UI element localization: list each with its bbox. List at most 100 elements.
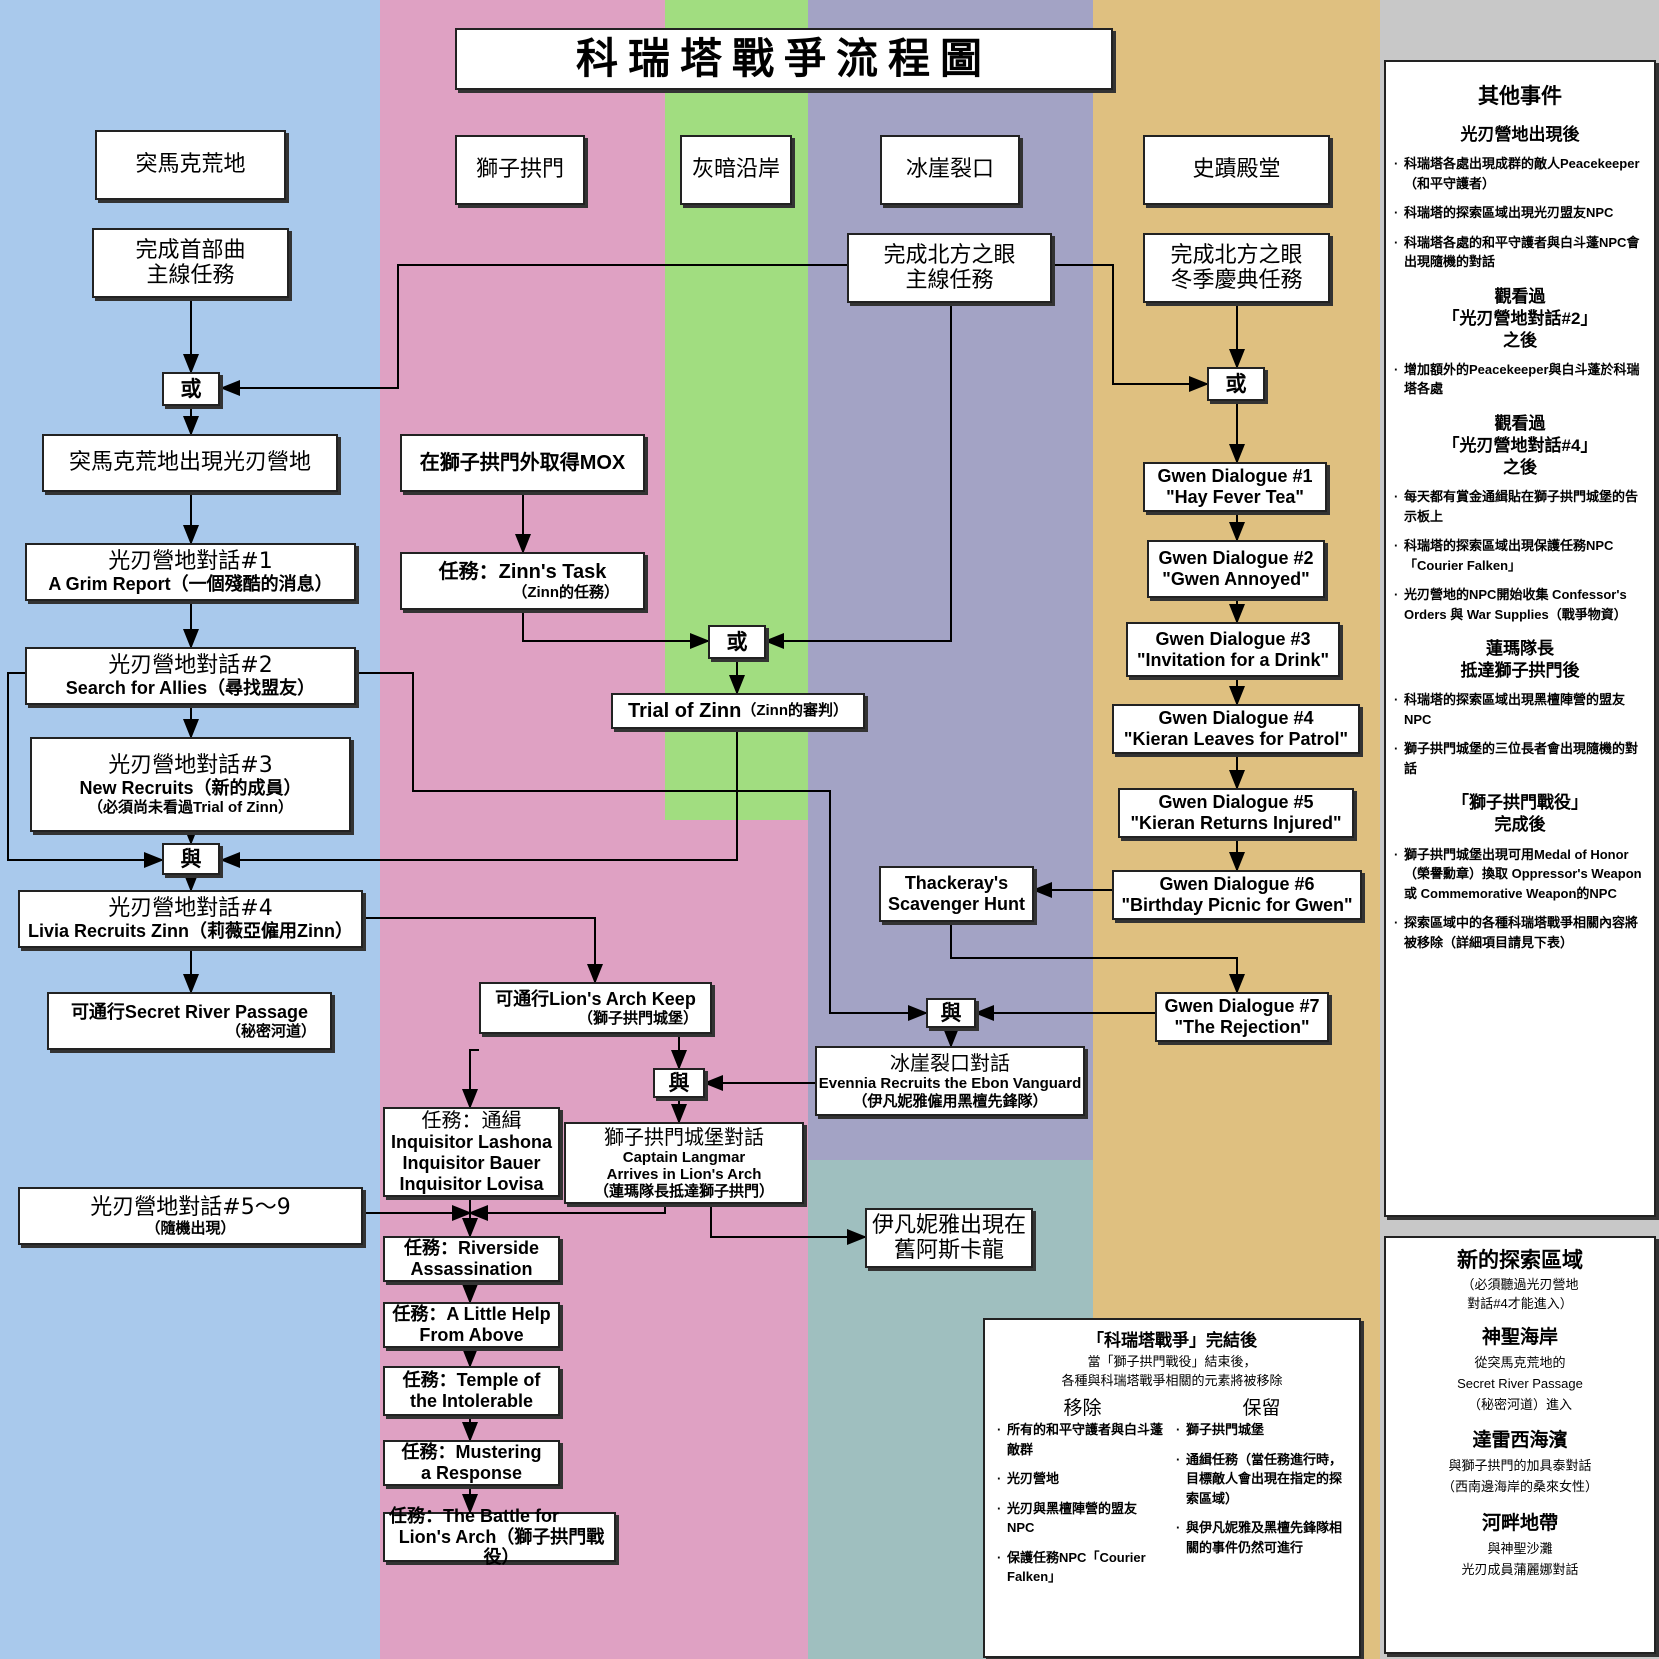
node-line: 突馬克荒地出現光刃營地 [68,450,311,476]
gate-label: 或 [180,376,202,401]
node-line: （隨機出現） [145,1220,236,1238]
node-line: 獅子拱門城堡對話 [604,1124,764,1149]
node-line: （獅子拱門城堡） [577,1009,698,1027]
node-line: 任務：A Little Help [392,1304,551,1325]
connector-arrow [220,264,847,396]
node-line: Gwen Dialogue #6 [1159,874,1315,895]
node-line: "Invitation for a Drink" [1136,649,1330,670]
section-heading: 觀看過「光刃營地對話#4」之後 [1386,413,1654,479]
node-line: 任務：Mustering [401,1442,542,1463]
removed-title: 移除 [1063,1398,1102,1419]
node-line: Gwen Dialogue #4 [1158,708,1314,729]
column-label: 突馬克荒地 [135,152,246,178]
heading-line: 之後 [1503,458,1537,478]
node-line: New Recruits（新的成員） [79,778,302,799]
area-desc: （秘密河道）進入 [1467,1396,1572,1412]
node-line: 光刃營地對話#2 [108,653,273,678]
node-line: 光刃營地對話#4 [108,896,273,921]
kept-item: 與伊凡妮雅及黑檀先鋒隊相關的事件仍然可進行 [1176,1518,1343,1557]
node-line: 主線任務 [905,268,994,293]
node-line: Evennia Recruits the Ebon Vanguard [818,1075,1082,1093]
connector-arrow [710,1204,867,1245]
node-line: Scavenger Hunt [887,894,1026,914]
removed-item: 光刃與黑檀陣營的盟友NPC [997,1499,1164,1538]
node-line: 光刃營地對話#5～9 [90,1194,291,1220]
node-line: Livia Recruits Zinn（莉薇亞僱用Zinn） [27,921,354,942]
new-areas-note: 對話#4才能進入） [1467,1296,1573,1311]
node-line: 完成首部曲 [135,237,246,263]
event-item: 科瑞塔的探索區域出現保護任務NPC「Courier Falken」 [1394,536,1646,575]
node-line: Gwen Dialogue #5 [1158,792,1314,813]
node-line: From Above [419,1325,524,1345]
node-line: A Grim Report（一個殘酷的消息） [48,574,333,595]
node-line: 冰崖裂口對話 [890,1051,1010,1076]
other-events-panel: 其他事件 光刃營地出現後科瑞塔各處出現成群的敵人Peacekeeper（和平守護… [1384,60,1656,1217]
node-line: Inquisitor Lovisa [399,1173,544,1194]
heading-line: 「光刃營地對話#4」 [1442,435,1598,455]
gate-label: 與 [668,1070,690,1095]
removed-item: 所有的和平守護者與白斗蓬敵群 [997,1420,1164,1459]
node-evennia-ascalon: 伊凡妮雅出現在舊阿斯卡龍 [865,1208,1033,1268]
event-item: 科瑞塔的探索區域出現光刃盟友NPC [1394,203,1646,223]
node-line: （蓮瑪隊長抵達獅子拱門） [593,1183,774,1201]
node-line: 主線任務 [146,263,235,288]
removed-item: 光刃營地 [997,1469,1164,1489]
node-line: 任務：The Battle for [389,1505,560,1526]
removed-column: 移除 所有的和平守護者與白斗蓬敵群光刃營地光刃與黑檀陣營的盟友NPC 保護任務NP… [993,1393,1172,1597]
new-areas-panel: 新的探索區域 （必須聽過光刃營地 對話#4才能進入） 神聖海岸 從突馬克荒地的 … [1384,1236,1656,1654]
node-line: 完成北方之眼 [1170,242,1303,268]
node-dialogue-5-9: 光刃營地對話#5～9（隨機出現） [18,1187,363,1245]
area-desc: 光刃成員蒲麗娜對話 [1461,1561,1579,1577]
node-line: Lion's Arch（獅子拱門戰役） [398,1526,605,1568]
node-line: Captain Langmar [622,1148,746,1166]
event-item: 探索區域中的各種科瑞塔戰爭相關內容將被移除（詳細項目請見下表） [1394,913,1646,952]
heading-line: 「光刃營地對話#2」 [1442,308,1598,328]
heading-line: 完成後 [1494,815,1546,835]
heading-line: 光刃營地出現後 [1460,125,1580,144]
node-line: 伊凡妮雅出現在 [871,1212,1026,1238]
node-zinn-task: 任務：Zinn's Task（Zinn的任務） [400,552,645,610]
or-gate: 或 [162,372,220,406]
heading-line: 「獅子拱門戰役」 [1452,793,1588,813]
node-line: Assassination [410,1259,533,1279]
column-label: 灰暗沿岸 [691,157,780,183]
column-header-3: 灰暗沿岸 [680,135,792,205]
node-line: Inquisitor Lashona [390,1132,552,1153]
connector-arrow [7,672,164,868]
aftermath-subtitle: 各種與科瑞塔戰爭相關的元素將被移除 [1061,1373,1283,1388]
node-line: 任務：通緝 [421,1108,522,1133]
heading-line: 蓮瑪隊長 [1486,639,1554,659]
and-gate: 與 [926,998,976,1028]
connector-arrow [1052,264,1209,392]
connector-arrow [220,729,738,868]
event-item: 科瑞塔的探索區域出現黑檀陣營的盟友NPC [1394,690,1646,729]
section-heading: 光刃營地出現後 [1386,124,1654,146]
connector-arrow [468,1204,666,1221]
node-lions-arch-keep: 可通行Lion's Arch Keep（獅子拱門城堡） [479,982,712,1034]
event-item: 每天都有賞金通緝貼在獅子拱門城堡的告示板上 [1394,487,1646,526]
column-header-5: 史蹟殿堂 [1143,135,1330,205]
connector-arrow [363,917,603,984]
node-secret-river: 可通行Secret River Passage（秘密河道） [47,992,332,1050]
event-item: 獅子拱門城堡的三位長者會出現隨機的對話 [1394,739,1646,778]
other-events-title: 其他事件 [1478,85,1562,108]
or-gate: 或 [1207,367,1265,401]
node-mox: 在獅子拱門外取得MOX [400,434,645,492]
area-desc: 與神聖沙灘 [1487,1540,1553,1556]
area-name: 神聖海岸 [1481,1327,1558,1348]
title-text: 科瑞塔戰爭流程圖 [575,33,992,83]
heading-line: 觀看過 [1494,286,1546,306]
node-line: "Kieran Returns Injured" [1130,813,1342,833]
node-gwen-5: Gwen Dialogue #5"Kieran Returns Injured" [1118,788,1354,838]
node-camp: 突馬克荒地出現光刃營地 [42,434,338,492]
removed-item: 保護任務NPC「Courier Falken」 [997,1548,1164,1587]
node-line: 完成北方之眼 [883,242,1016,268]
column-header-2: 獅子拱門 [455,135,585,205]
